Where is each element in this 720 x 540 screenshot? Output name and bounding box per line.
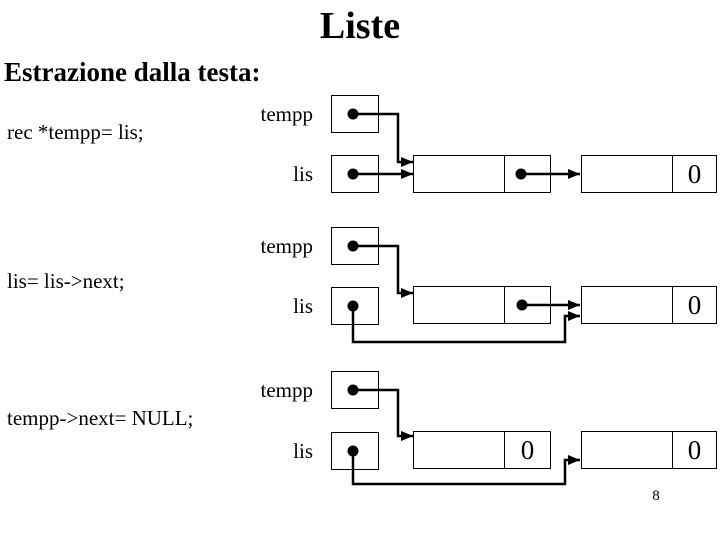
node-next-cell: [504, 287, 550, 323]
tempp-pointer-box: [331, 371, 379, 409]
tempp-label: tempp: [260, 101, 314, 126]
node-next-cell: 0: [672, 156, 716, 192]
node-data-cell: [414, 432, 504, 468]
tempp-label: tempp: [260, 233, 314, 258]
lis-pointer-box: [331, 287, 379, 325]
node-next-cell: [504, 156, 550, 192]
list-node-2: 0: [581, 155, 717, 193]
node-data-cell: [582, 432, 672, 468]
tempp-label: tempp: [260, 377, 314, 402]
lis-label: lis: [293, 293, 313, 318]
page-number: 8: [652, 488, 660, 504]
code-statement: rec *tempp= lis;: [7, 120, 144, 144]
list-node-1: 0: [413, 431, 551, 469]
tempp-pointer-box: [331, 227, 379, 265]
list-node-1: [413, 286, 551, 324]
node-next-cell: 0: [504, 432, 550, 468]
lis-pointer-box: [331, 432, 379, 470]
tempp-pointer-box: [331, 95, 379, 133]
subtitle: Estrazione dalla testa:: [4, 57, 261, 87]
node-next-cell: 0: [672, 287, 716, 323]
lis-label: lis: [293, 438, 313, 463]
list-node-2: 0: [581, 286, 717, 324]
lis-pointer-box: [331, 155, 379, 193]
lis-label: lis: [293, 161, 313, 186]
node-data-cell: [414, 287, 504, 323]
node-data-cell: [414, 156, 504, 192]
code-statement: tempp->next= NULL;: [7, 406, 194, 430]
list-node-2: 0: [581, 431, 717, 469]
code-statement: lis= lis->next;: [7, 269, 125, 293]
page-title: Liste: [319, 5, 401, 47]
node-next-cell: 0: [672, 432, 716, 468]
list-node-1: [413, 155, 551, 193]
node-data-cell: [582, 156, 672, 192]
node-data-cell: [582, 287, 672, 323]
